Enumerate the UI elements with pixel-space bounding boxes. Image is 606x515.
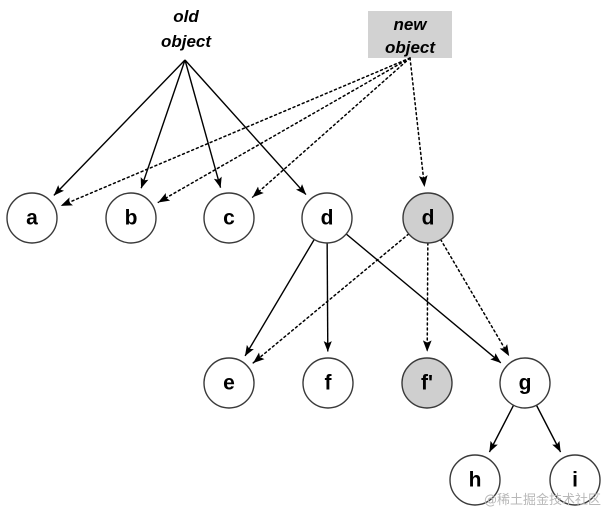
node-circle-e[interactable] <box>203 357 255 409</box>
root-label-line2-old-object: object <box>161 32 212 51</box>
root-label-line1-old-object: old <box>173 7 199 26</box>
root-label-layer: old object new object <box>161 7 436 57</box>
node-circle-b[interactable] <box>105 192 157 244</box>
node-circle-a[interactable] <box>6 192 58 244</box>
node-circle-h[interactable] <box>449 454 501 506</box>
edge-old-a <box>53 59 186 196</box>
node-c[interactable]: c <box>203 192 255 244</box>
node-label-d2: d <box>422 207 435 230</box>
edge-d-e <box>244 217 328 357</box>
node-e[interactable]: e <box>203 357 255 409</box>
node-label-f2: f' <box>421 372 433 395</box>
node-d[interactable]: d <box>301 192 353 244</box>
node-circle-d[interactable] <box>301 192 353 244</box>
node-circle-f2[interactable] <box>401 357 453 409</box>
node-layer: a b c d d e f f' g h i <box>6 192 601 506</box>
root-label-line2-new-object: object <box>385 38 436 57</box>
node-circle-g[interactable] <box>499 357 551 409</box>
edge-old-b <box>140 59 186 189</box>
node-label-i: i <box>572 469 578 492</box>
edge-new-a <box>60 57 411 207</box>
node-circle-i[interactable] <box>549 454 601 506</box>
edge-new-c <box>251 57 411 198</box>
node-b[interactable]: b <box>105 192 157 244</box>
node-label-f: f <box>325 372 333 395</box>
node-label-g: g <box>519 372 532 395</box>
node-label-b: b <box>125 207 138 230</box>
edge-new-d2 <box>409 57 428 188</box>
root-label-line1-new-object: new <box>393 15 428 34</box>
node-circle-d2[interactable] <box>402 192 454 244</box>
edge-d-g <box>326 217 502 364</box>
node-d2[interactable]: d <box>402 192 454 244</box>
root-box-layer <box>368 11 452 58</box>
node-f[interactable]: f <box>302 357 354 409</box>
root-node-old-object[interactable]: old object <box>161 7 212 51</box>
node-g[interactable]: g <box>499 357 551 409</box>
node-label-a: a <box>26 207 38 230</box>
node-f2[interactable]: f' <box>401 357 453 409</box>
edge-old-d <box>184 59 307 196</box>
node-label-d: d <box>321 207 334 230</box>
node-a[interactable]: a <box>6 192 58 244</box>
root-node-new-object[interactable]: new object <box>385 15 436 57</box>
edge-new-b <box>157 57 411 204</box>
node-circle-c[interactable] <box>203 192 255 244</box>
watermark-label: @稀土掘金技术社区 <box>484 492 601 508</box>
node-i[interactable]: i <box>549 454 601 506</box>
node-h[interactable]: h <box>449 454 501 506</box>
edge-old-c <box>184 59 222 188</box>
node-label-e: e <box>223 372 235 395</box>
node-circle-f[interactable] <box>302 357 354 409</box>
node-label-c: c <box>223 207 235 230</box>
edge-d2-g <box>427 217 510 357</box>
root-node-box-new-object[interactable] <box>368 11 452 58</box>
node-label-h: h <box>469 469 482 492</box>
